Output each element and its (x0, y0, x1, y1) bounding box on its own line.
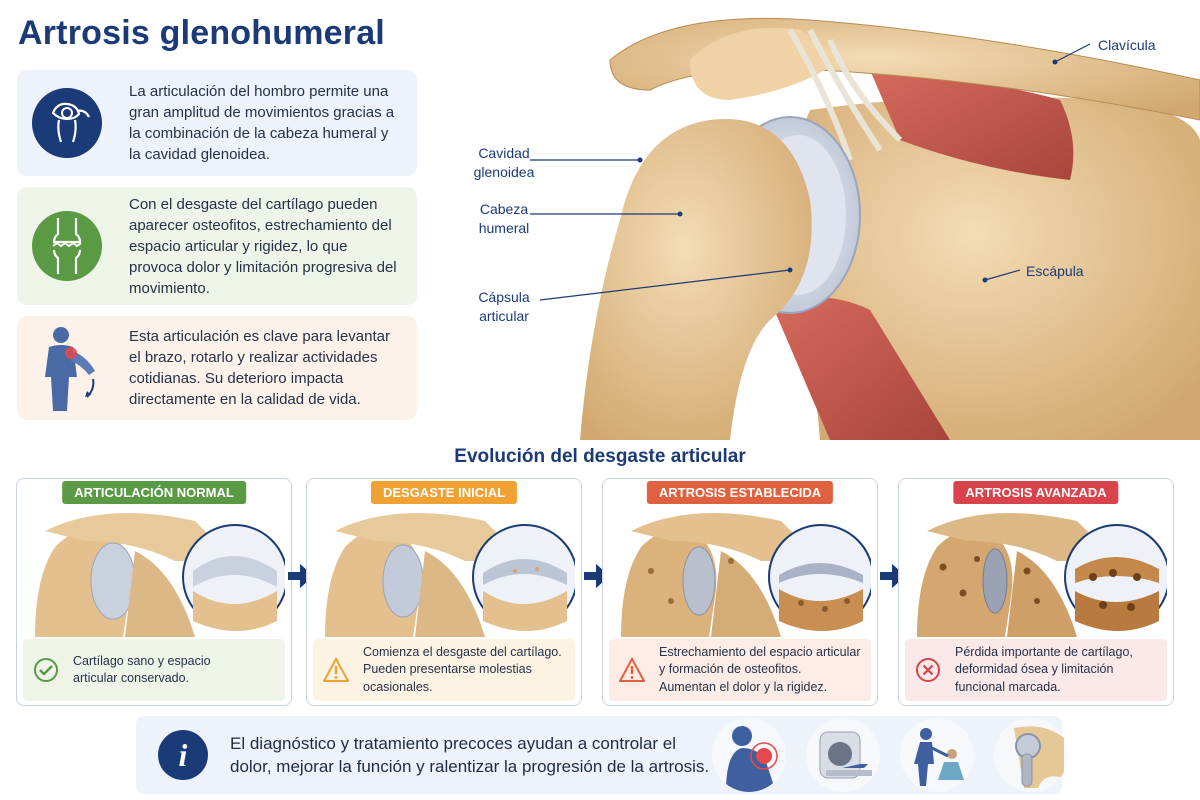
info-card-wear: Con el desgaste del cartílago pueden apa… (17, 187, 417, 305)
stage-badge: ARTROSIS AVANZADA (953, 481, 1119, 504)
warning-icon (619, 657, 645, 683)
stage-text-line: funcional marcada. (955, 679, 1061, 694)
worn-joint-icon (31, 210, 103, 282)
physiotherapy-icon (900, 718, 974, 792)
label-capsula-articular: Cápsula articular (462, 288, 546, 326)
label-line: humeral (478, 220, 530, 236)
label-line: Cápsula (478, 289, 530, 305)
stage-card-normal: ARTICULACIÓN NORMAL Cartílago sano y esp… (16, 478, 292, 706)
anatomy-drawing (530, 17, 1200, 441)
mri-scanner-icon (806, 718, 880, 792)
arrow-right-icon (880, 564, 906, 588)
stage-text: Comienza el desgaste del cartílago. Pued… (363, 644, 562, 697)
arrow-right-icon (584, 564, 610, 588)
warning-icon (323, 657, 349, 683)
label-line: Cabeza (479, 201, 529, 217)
person-arm-icon (31, 327, 103, 411)
info-text: El diagnóstico y tratamiento precoces ay… (230, 734, 710, 776)
label-line: Cavidad (478, 145, 530, 161)
x-circle-icon (915, 657, 941, 683)
stage-description: Cartílago sano y espacio articular conse… (23, 639, 285, 701)
stage-text-line: Pérdida importante de cartílago, (955, 644, 1133, 659)
stage-text-line: y formación de osteofitos. (659, 662, 802, 677)
arrow-right-icon (288, 564, 314, 588)
label-escapula: Escápula (1026, 263, 1084, 279)
stage-text-line: Cartílago sano y espacio (73, 653, 211, 668)
page-title: Artrosis glenohumeral (18, 14, 385, 52)
stage-illustration (35, 513, 285, 637)
stage-card-early: DESGASTE INICIAL Comienza el desgaste de… (306, 478, 582, 706)
info-icon: i (158, 730, 208, 780)
label-line: glenoidea (473, 164, 535, 180)
info-card-movement: La articulación del hombro permite una g… (17, 70, 417, 176)
label-cavidad-glenoidea: Cavidad glenoidea (462, 144, 546, 182)
pain-person-icon (712, 718, 786, 792)
card-text: Esta articulación es clave para levantar… (129, 328, 390, 408)
stage-text-line: Aumentan el dolor y la rigidez. (659, 679, 828, 694)
label-clavicula: Clavícula (1098, 37, 1156, 53)
stage-text: Cartílago sano y espacio articular conse… (73, 653, 211, 688)
label-line: articular (479, 308, 529, 324)
shoulder-joint-icon (31, 87, 103, 159)
stage-description: Pérdida importante de cartílago, deformi… (905, 639, 1167, 701)
stage-text-line: Estrechamiento del espacio articular (659, 644, 861, 659)
label-cabeza-humeral: Cabeza humeral (462, 200, 546, 238)
stage-description: Comienza el desgaste del cartílago. Pued… (313, 639, 575, 701)
stage-card-advanced: ARTROSIS AVANZADA Pérdida importante de … (898, 478, 1174, 706)
stage-text-line: Comienza el desgaste del cartílago. (363, 644, 562, 659)
stage-text-line: Pueden presentarse molestias (363, 662, 532, 677)
stage-badge: ARTICULACIÓN NORMAL (62, 481, 246, 504)
check-circle-icon (33, 657, 59, 683)
shoulder-anatomy-illustration (430, 0, 1200, 441)
stage-badge: ARTROSIS ESTABLECIDA (646, 481, 834, 504)
stage-text-line: articular conservado. (73, 671, 190, 685)
stage-text-line: ocasionales. (363, 679, 433, 694)
stage-illustration (325, 513, 575, 637)
stage-badge: DESGASTE INICIAL (370, 481, 518, 504)
stage-text: Pérdida importante de cartílago, deformi… (955, 644, 1133, 697)
info-card-daily-life: Esta articulación es clave para levantar… (17, 316, 417, 420)
stage-description: Estrechamiento del espacio articular y f… (609, 639, 871, 701)
stage-illustration (621, 513, 871, 637)
card-text: Con el desgaste del cartílago pueden apa… (129, 195, 397, 297)
stage-text: Estrechamiento del espacio articular y f… (659, 644, 861, 697)
shoulder-prosthesis-icon (994, 718, 1068, 792)
stage-text-line: deformidad ósea y limitación (955, 662, 1114, 677)
section-title: Evolución del desgaste articular (454, 446, 746, 467)
stage-card-established: ARTROSIS ESTABLECIDA Estrechamiento del … (602, 478, 878, 706)
card-text: La articulación del hombro permite una g… (129, 83, 395, 163)
stage-illustration (917, 513, 1167, 637)
